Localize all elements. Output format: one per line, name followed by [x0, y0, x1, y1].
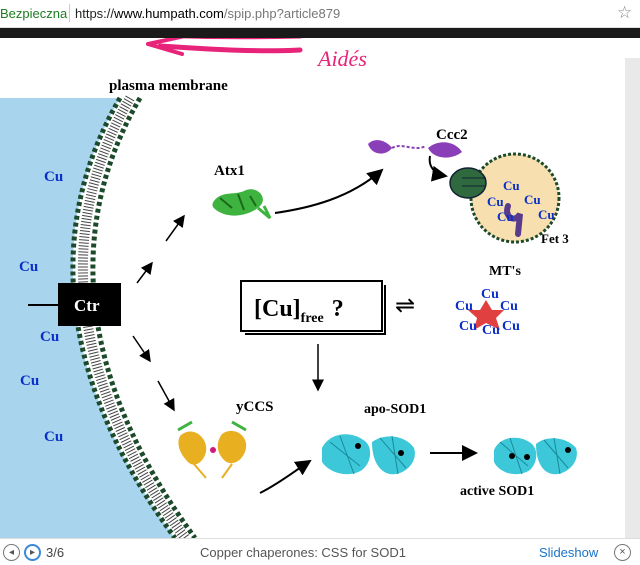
vesicle-cu: Cu — [497, 209, 514, 224]
plasma-membrane — [70, 95, 198, 541]
mt-cu: Cu — [459, 319, 477, 334]
mt-cu: Cu — [481, 287, 499, 302]
fet3-protein — [504, 203, 523, 237]
page-header-strip — [0, 28, 640, 38]
free-copper-box — [240, 280, 383, 332]
arrow-atx1-to-ccc2 — [274, 168, 384, 214]
membrane-label: plasma membrane — [109, 78, 228, 94]
free-cu-main: [Cu] — [254, 296, 301, 322]
arrow-ctr-to-yccs-part2 — [157, 380, 175, 412]
yccs-protein — [177, 420, 247, 479]
arrow-ctr-to-yccs-part1 — [132, 335, 151, 363]
svg-text:[Cu]free?: [Cu]free? — [254, 296, 344, 326]
cu-ion: Cu — [40, 329, 59, 345]
slideshow-link[interactable]: Slideshow — [539, 545, 599, 560]
mt-cu: Cu — [455, 299, 473, 314]
url-path: /spip.php?article879 — [223, 6, 341, 21]
cu-ion: Cu — [44, 169, 63, 185]
slide-counter: 3/6 — [46, 545, 65, 560]
mt-cu: Cu — [502, 319, 520, 334]
extracellular-region — [0, 98, 175, 538]
apo-sod1-protein — [322, 434, 415, 475]
cu-ion: Cu — [44, 429, 63, 445]
apo-sod1-label: apo-SOD1 — [364, 402, 426, 417]
mts-label: MT's — [489, 264, 521, 279]
atx1-protein — [212, 189, 272, 220]
slideshow-footer: ◂ ▸ 3/6 Copper chaperones: CSS for SOD1 … — [0, 538, 640, 565]
ccc2-label: Ccc2 — [436, 127, 468, 143]
slide-caption: Copper chaperones: CSS for SOD1 — [200, 545, 406, 560]
ctr-transporter — [58, 283, 121, 326]
url-host: www.humpath.com — [114, 6, 224, 21]
secretory-vesicle — [428, 152, 561, 244]
url-scheme: https:// — [75, 6, 115, 21]
arrow-yccs-to-apo-sod1 — [259, 459, 312, 494]
address-bar-divider — [69, 4, 70, 22]
mt-cu: Cu — [500, 299, 518, 314]
vesicle-cu: Cu — [538, 207, 555, 222]
active-sod1-protein — [494, 437, 577, 475]
annotation-text: Aidés — [316, 46, 367, 71]
url-text[interactable]: https://www.humpath.com/spip.php?article… — [75, 6, 340, 21]
vertical-scrollbar[interactable] — [625, 58, 640, 538]
equilibrium-arrow: ⇌ — [395, 293, 415, 319]
prev-arrow-icon[interactable]: ◂ — [3, 544, 20, 561]
cu-ion: Cu — [19, 259, 38, 275]
pink-annotation: Aidés — [70, 23, 367, 71]
close-icon[interactable]: × — [614, 544, 631, 561]
free-cu-question: ? — [332, 296, 344, 322]
security-indicator[interactable]: Bezpieczna — [0, 6, 68, 21]
vesicle-cu: Cu — [487, 194, 504, 209]
mt-cu: Cu — [482, 323, 500, 338]
vesicle-cu: Cu — [524, 192, 541, 207]
address-bar[interactable]: Bezpieczna https://www.humpath.com/spip.… — [0, 0, 640, 28]
ccc2-protein — [368, 140, 462, 158]
ccc2-pump — [449, 167, 487, 199]
metallothionein-star — [468, 300, 504, 330]
next-arrow-icon[interactable]: ▸ — [24, 544, 41, 561]
atx1-label: Atx1 — [214, 163, 245, 179]
arrow-ctr-to-atx1-part2 — [165, 214, 185, 242]
yccs-label: yCCS — [236, 399, 274, 415]
slide-image: Aidés plasma membrane Cu Cu Cu Cu Cu Ctr… — [0, 23, 640, 541]
arrow-ctr-to-atx1-part1 — [136, 261, 153, 284]
copper-chaperone-diagram: Aidés plasma membrane Cu Cu Cu Cu Cu Ctr… — [0, 23, 577, 541]
vesicle-cu: Cu — [503, 178, 520, 193]
fet3-label: Fet 3 — [541, 231, 569, 246]
ctr-label: Ctr — [74, 296, 100, 315]
active-sod1-label: active SOD1 — [460, 484, 534, 499]
free-cu-subscript: free — [301, 311, 324, 326]
star-icon[interactable]: ☆ — [617, 3, 633, 22]
cu-ion: Cu — [20, 373, 39, 389]
